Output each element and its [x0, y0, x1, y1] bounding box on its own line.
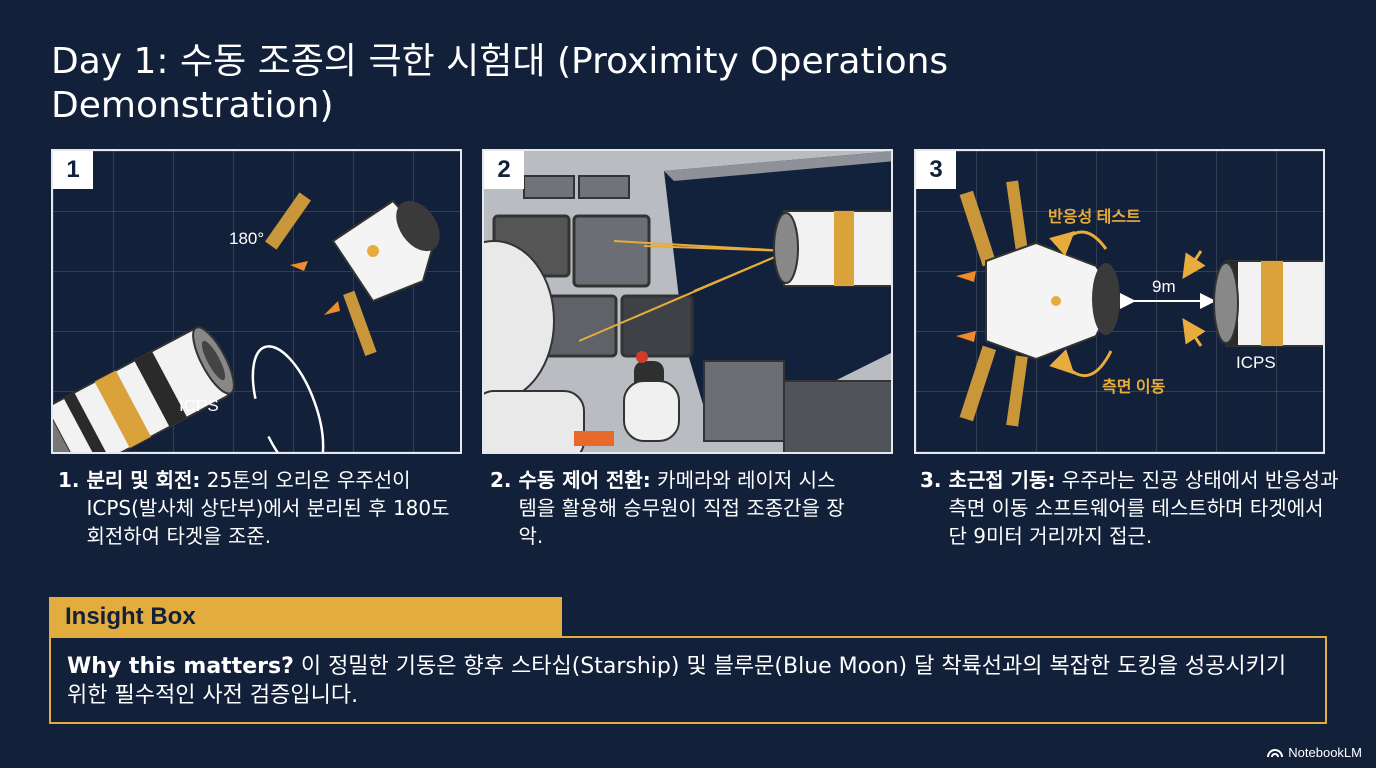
reactivity-arrow-icon	[1049, 230, 1108, 256]
caption-step-1: 1. 분리 및 회전: 25톤의 오리온 우주선이 ICPS(발사체 상단부)에…	[58, 466, 458, 550]
panel-close-approach: 3	[914, 149, 1325, 454]
caption-number: 2.	[490, 468, 519, 492]
solar-panel-icon	[959, 190, 997, 267]
target-stage-icon	[773, 210, 891, 287]
joystick-icon	[623, 351, 680, 442]
camera-screen-4	[620, 294, 694, 358]
caption-step-3: 3. 초근접 기동: 우주라는 진공 상태에서 반응성과 측면 이동 소프트웨어…	[920, 466, 1340, 550]
camera-screen-2	[572, 214, 651, 288]
panel-number-badge: 3	[916, 151, 956, 189]
astronaut-icon	[484, 240, 614, 452]
page-title: Day 1: 수동 조종의 극한 시험대 (Proximity Operatio…	[51, 41, 949, 126]
side-console	[703, 360, 785, 442]
solar-panel-icon	[959, 345, 997, 422]
caption-step-2: 2. 수동 제어 전환: 카메라와 레이저 시스템을 활용해 승무원이 직접 조…	[490, 466, 850, 550]
icps-stage-icon	[53, 326, 235, 452]
caption-number: 3.	[920, 468, 949, 492]
caption-heading: 수동 제어 전환:	[518, 468, 651, 492]
lateral-arrow-icon	[1049, 349, 1113, 377]
cockpit-illustration	[484, 151, 891, 452]
reactivity-test-label: 반응성 테스트	[1048, 209, 1141, 226]
panel-manual-control: 2	[482, 149, 893, 454]
lateral-move-label: 측면 이동	[1102, 379, 1166, 396]
insight-lead: Why this matters?	[67, 654, 294, 679]
brand-label: NotebookLM	[1288, 745, 1362, 760]
panel-separation-rotation: 1 180° ICPS	[51, 149, 462, 454]
caption-number: 1.	[58, 468, 87, 492]
panel-number-badge: 2	[484, 151, 524, 189]
approach-illustration	[956, 180, 1323, 427]
icps-label: ICPS	[1236, 353, 1276, 372]
laser-beams	[578, 240, 790, 342]
insight-text: 이 정밀한 기동은 향후 스타십(Starship) 및 블루문(Blue Mo…	[67, 654, 1287, 708]
orion-capsule-icon	[956, 241, 1120, 361]
caption-heading: 분리 및 회전:	[86, 468, 201, 492]
notebooklm-brand: NotebookLM	[1267, 745, 1362, 760]
distance-label: 9m	[1152, 277, 1176, 296]
insight-box: Why this matters? 이 정밀한 기동은 향후 스타십(Stars…	[49, 636, 1327, 724]
rotation-arrow-icon	[251, 345, 325, 452]
icps-label: ICPS	[179, 396, 219, 415]
camera-screen-3	[544, 294, 618, 358]
caption-body: 25톤의 오리온 우주선이 ICPS(발사체 상단부)에서 분리된 후 180도…	[86, 468, 450, 548]
rotation-label: 180°	[229, 229, 265, 248]
insight-box-tab: Insight Box	[49, 597, 562, 637]
panel-number-badge: 1	[53, 151, 93, 189]
icps-target-icon	[1213, 260, 1323, 347]
caption-heading: 초근접 기동:	[948, 468, 1056, 492]
caption-body: 카메라와 레이저 시스템을 활용해 승무원이 직접 조종간을 장악.	[518, 468, 845, 548]
notebooklm-logo-icon	[1267, 749, 1284, 758]
orion-capsule-icon	[265, 192, 440, 356]
caption-body: 우주라는 진공 상태에서 반응성과 측면 이동 소프트웨어를 테스트하며 타겟에…	[948, 468, 1339, 548]
separation-illustration	[53, 192, 440, 452]
